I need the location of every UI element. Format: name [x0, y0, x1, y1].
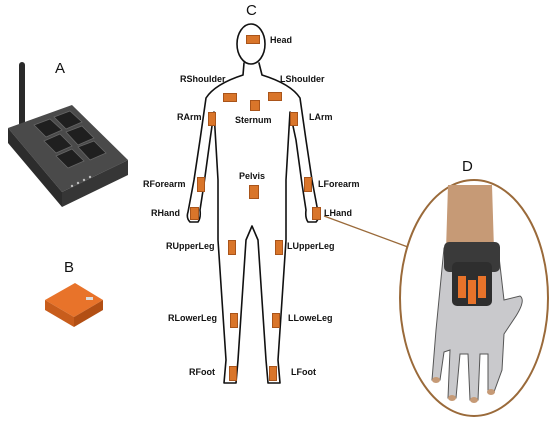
sensor-rlowerleg	[230, 313, 238, 328]
label-rarm: RArm	[177, 112, 202, 122]
sensor-rshoulder	[223, 93, 237, 102]
sensor-rupperleg	[228, 240, 236, 255]
sensor-head	[246, 35, 260, 44]
panel-letter-b: B	[64, 259, 75, 276]
sensor-rfoot	[229, 366, 237, 381]
glove-arm	[446, 185, 494, 250]
label-rlowerleg: RLowerLeg	[168, 313, 218, 323]
label-rfoot: RFoot	[189, 367, 215, 377]
glove-sensor-1	[458, 276, 466, 298]
station-side-left	[8, 128, 62, 207]
label-lforearm: LForearm	[318, 179, 360, 189]
antenna	[19, 62, 25, 132]
sensor-unit-port	[86, 297, 93, 300]
label-larm: LArm	[309, 112, 333, 122]
head-outline	[236, 23, 266, 65]
sensor-unit-side-right	[74, 300, 103, 327]
fingertip	[432, 377, 440, 383]
sensor-rforearm	[197, 177, 205, 192]
sensor-larm	[290, 112, 298, 126]
panel-letter-c: C	[246, 2, 257, 19]
sensor-lhand	[312, 207, 321, 220]
label-lhand: LHand	[324, 208, 352, 218]
label-head: Head	[270, 35, 293, 45]
label-lshoulder: LShoulder	[280, 74, 325, 84]
station-side-right	[62, 160, 128, 207]
label-rupperleg: RUpperLeg	[166, 241, 215, 251]
sensor-sternum	[250, 100, 260, 111]
sensor-lfoot	[269, 366, 277, 381]
label-lupperleg: LUpperLeg	[287, 241, 335, 251]
label-rshoulder: RShoulder	[180, 74, 226, 84]
label-rhand: RHand	[151, 208, 180, 218]
glove-sensor-3	[478, 276, 486, 298]
fingertip	[448, 395, 456, 401]
station-slots	[33, 110, 107, 169]
panel-letter-a: A	[55, 60, 66, 77]
sensor-rarm	[208, 112, 216, 126]
sensor-lshoulder	[268, 92, 282, 101]
fingertip	[487, 389, 495, 395]
sensor-pelvis	[249, 185, 259, 199]
label-sternum: Sternum	[235, 115, 272, 125]
fingertip	[470, 397, 478, 403]
label-rforearm: RForearm	[143, 179, 186, 189]
sensor-lforearm	[304, 177, 312, 192]
panel-letter-d: D	[462, 158, 473, 175]
label-lloweleg: LLoweLeg	[288, 313, 333, 323]
label-pelvis: Pelvis	[239, 171, 266, 181]
sensor-unit-side-left	[45, 300, 74, 327]
station-leds	[70, 175, 92, 188]
label-lfoot: LFoot	[291, 367, 316, 377]
sensor-lloweleg	[272, 313, 280, 328]
callout-line	[323, 215, 417, 251]
sensor-rhand	[190, 207, 199, 220]
sensor-lupperleg	[275, 240, 283, 255]
glove-sensor-2	[468, 280, 476, 304]
